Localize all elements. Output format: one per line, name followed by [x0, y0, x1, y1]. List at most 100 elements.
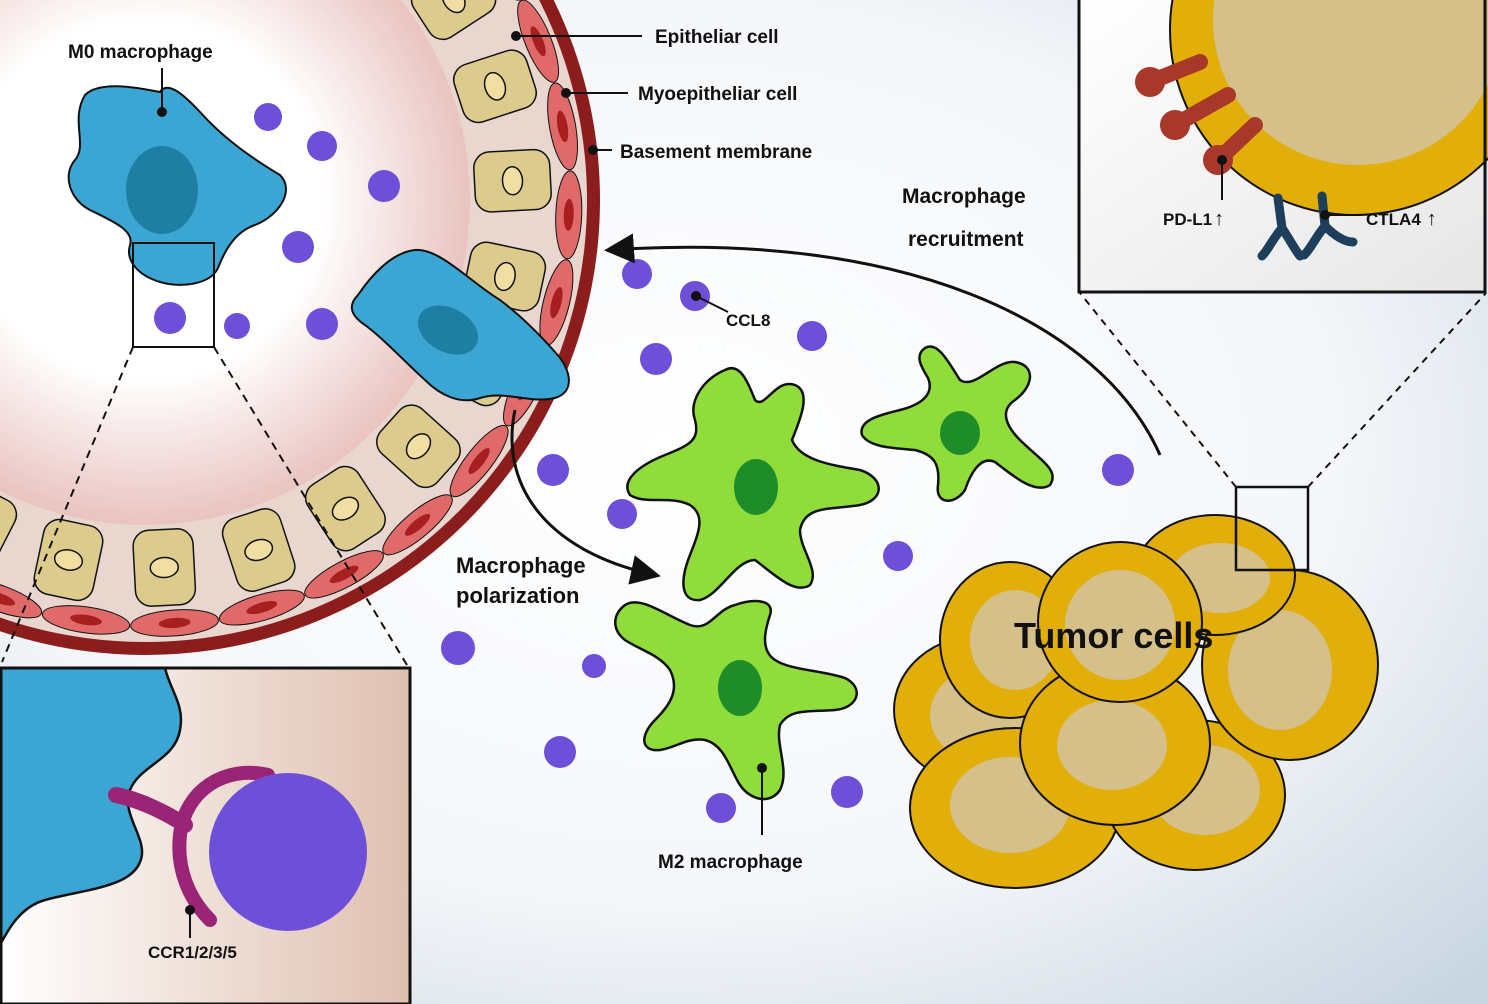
- zoom-region-left: [132, 242, 215, 348]
- epithelial-cell: [452, 49, 537, 124]
- ccl8-dot: [582, 654, 606, 678]
- epithelial-cell-label: Epitheliar cell: [655, 27, 779, 48]
- pd-l1-text: PD-L1: [1163, 210, 1212, 229]
- myoepithelial-cell-nucleus: [563, 198, 574, 231]
- myoepithelial-cell-nucleus: [329, 565, 359, 584]
- ccr-inset: [0, 666, 412, 1004]
- myoepithelial-cell-nucleus: [158, 617, 191, 629]
- zoom-line-right-2: [1307, 292, 1487, 488]
- basement-membrane-label: Basement membrane: [620, 142, 812, 163]
- ccl8-dot: [224, 313, 250, 339]
- myoepithelial-cell-nucleus: [404, 513, 431, 536]
- checkpoint-inset: [1077, 0, 1488, 294]
- myoepithelial-cell-nucleus: [246, 601, 278, 615]
- recruitment-arrow: [604, 233, 1162, 456]
- myoepithelial-cell: [382, 494, 453, 556]
- ctla4-up-arrow: ↑: [1427, 208, 1437, 230]
- ccr-receptor-cup: [172, 765, 275, 927]
- ccl8-dot: [622, 259, 652, 289]
- macrophage-recruitment-label-2: recruitment: [908, 228, 1024, 251]
- myoepithelial-cell: [547, 82, 578, 171]
- epithelial-cell-nucleus: [501, 165, 524, 196]
- myoepithelial-cell-nucleus: [468, 448, 490, 475]
- ccl8-dot: [368, 170, 400, 202]
- ccl8-label: CCL8: [726, 311, 770, 330]
- zoom-line-right-1: [1079, 292, 1237, 488]
- zoom-region-right: [1234, 485, 1310, 572]
- macrophage-recruitment-label-1: Macrophage: [902, 185, 1026, 208]
- myoepithelial-cell-nucleus: [556, 110, 569, 143]
- ccl8-dot: [883, 541, 913, 571]
- myoepithelial-cell-body: [0, 578, 43, 619]
- myoepithelial-cell: [218, 589, 305, 626]
- epithelial-cell: [376, 404, 461, 489]
- epithelial-cell-nucleus: [244, 538, 274, 562]
- myoepithelial-cell: [449, 424, 509, 498]
- epithelial-cell-nucleus: [483, 71, 507, 101]
- ccl8-dot: [1102, 454, 1134, 486]
- epithelial-cell: [0, 485, 18, 571]
- ccl8-dot: [254, 103, 282, 131]
- checkpoint-inset-frame: [1077, 0, 1487, 294]
- myoepithelial-cell-nucleus: [70, 614, 102, 626]
- ccl8-dot: [306, 308, 338, 340]
- m2-macrophage-cell-1: [626, 367, 880, 602]
- epithelial-cell-body: [0, 485, 18, 571]
- myoepithelial-cell-label: Myoepitheliar cell: [638, 84, 797, 105]
- ctla4-receptors: [1257, 191, 1358, 261]
- m0-macrophage-label: M0 macrophage: [68, 42, 213, 63]
- tumor-cluster: [893, 514, 1379, 889]
- myoepithelial-cell-nucleus: [550, 287, 563, 319]
- ccl8-dot: [607, 499, 637, 529]
- epithelial-cell-nucleus: [331, 496, 360, 521]
- m2-macrophage-cell-3: [614, 599, 858, 801]
- myoepithelial-cell: [304, 550, 384, 599]
- ctla4-text: CTLA4: [1366, 210, 1421, 229]
- myoepithelial-cell: [130, 609, 219, 637]
- migrating-macrophage: [350, 248, 570, 402]
- myoepithelial-cell-nucleus: [530, 26, 546, 57]
- tumor-cells-label: Tumor cells: [1014, 615, 1213, 656]
- epithelial-cell-nucleus: [149, 556, 180, 579]
- m2-macrophage-cell-2: [860, 345, 1054, 502]
- ccl8-dot: [797, 321, 827, 351]
- epithelial-cell-nucleus: [441, 0, 466, 14]
- ccl8-dot: [706, 793, 736, 823]
- inset-tumor-nucleus: [1213, 0, 1488, 165]
- pd-l1-label: PD-L1↑: [1163, 208, 1224, 230]
- ccl8-dot: [831, 776, 863, 808]
- macrophage-polarization-label-2: polarization: [456, 583, 579, 608]
- epithelial-cell: [410, 0, 497, 41]
- ccl8-dot: [544, 736, 576, 768]
- ccl8-ligand-large: [209, 773, 367, 931]
- ccr-inset-macrophage: [0, 668, 183, 946]
- epithelial-cell-body: [410, 0, 497, 41]
- myoepithelial-cell: [555, 170, 583, 260]
- m0-macrophage-nucleus: [126, 146, 198, 234]
- ccl8-dot: [441, 631, 475, 665]
- ccl8-dot: [640, 343, 672, 375]
- macrophage-polarization-label-1: Macrophage: [456, 553, 586, 578]
- ccl8-dot: [307, 131, 337, 161]
- epithelial-cell: [132, 528, 197, 607]
- pd-l1-up-arrow: ↑: [1214, 208, 1224, 230]
- ccl8-dot: [282, 231, 314, 263]
- epithelial-cell: [33, 518, 104, 602]
- ccr-label: CCR1/2/3/5: [148, 943, 237, 962]
- epithelial-cell-nucleus: [494, 261, 516, 292]
- leader-lines: [157, 31, 767, 938]
- myoepithelial-cell: [0, 578, 43, 619]
- myoepithelial-cell: [41, 605, 131, 635]
- epithelial-cell-nucleus: [53, 549, 84, 571]
- m0-macrophage-cell: [67, 85, 287, 286]
- ccl8-chemokines: [154, 103, 1134, 823]
- ctla4-label: CTLA4 ↑: [1366, 208, 1437, 230]
- epithelial-cell: [221, 507, 296, 592]
- ccr-inset-frame: [0, 666, 412, 1004]
- epithelial-cell: [473, 148, 552, 213]
- ccl8-dot: [154, 302, 186, 334]
- ccl8-dot: [537, 454, 569, 486]
- myoepithelial-cell-nucleus: [0, 591, 16, 606]
